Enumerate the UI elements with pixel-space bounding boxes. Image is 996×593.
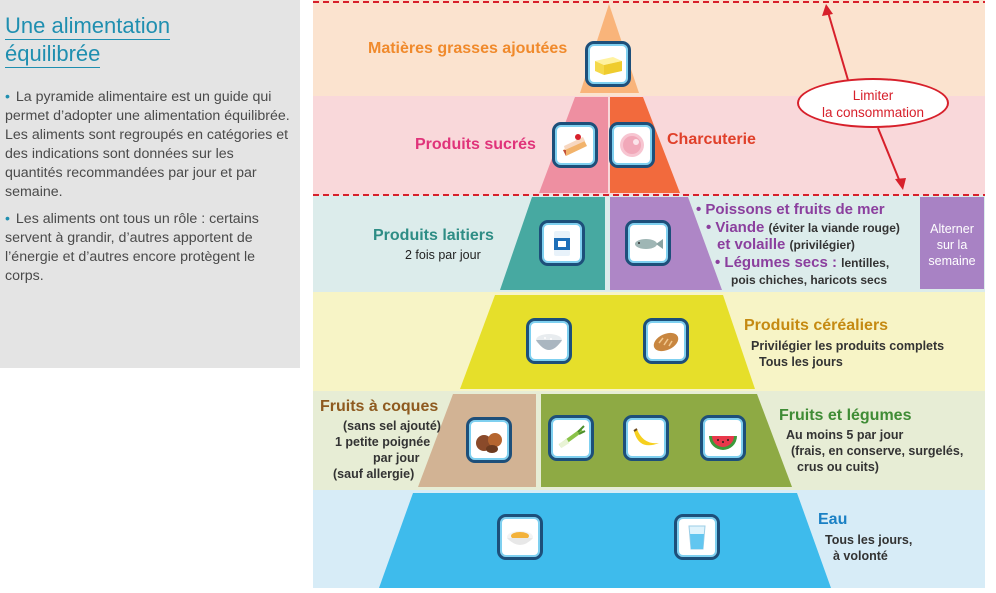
water-note2: à volonté	[833, 549, 888, 563]
fats-title: Matières grasses ajoutées	[368, 40, 568, 57]
bullet-icon: •	[5, 211, 10, 227]
nuts-note4: (sauf allergie)	[333, 467, 415, 481]
alternate-week-box: Alterner sur la semaine	[920, 197, 984, 289]
dairy-note: 2 fois par jour	[405, 248, 481, 262]
limit-arrow-down	[877, 127, 901, 183]
fruits-veg-note1: Au moins 5 par jour	[786, 428, 904, 442]
pyramid-water	[379, 493, 831, 588]
protein-poultry-note: (privilégier)	[789, 238, 855, 252]
protein-poultry: et volaille (privilégier)	[717, 236, 855, 253]
intro-title-line2: équilibrée	[5, 41, 101, 68]
intro-paragraph-1-text: La pyramide alimentaire est un guide qui…	[5, 89, 290, 200]
cereals-note2: Tous les jours	[759, 355, 843, 369]
butter-icon	[585, 41, 631, 87]
cereals-note1: Privilégier les produits complets	[751, 339, 945, 353]
intro-title-line1: Une alimentation	[5, 13, 171, 40]
protein-fish: • Poissons et fruits de mer	[696, 201, 885, 218]
sweets-title: Produits sucrés	[415, 136, 536, 153]
nuts-title: Fruits à coques	[320, 398, 439, 415]
water-note1: Tous les jours,	[825, 533, 913, 547]
protein-legumes-note1: lentilles,	[841, 256, 890, 270]
cake-icon	[552, 122, 598, 168]
water-title: Eau	[818, 511, 848, 528]
alternate-line-2: sur la	[936, 238, 968, 252]
fruits-veg-title: Fruits et légumes	[779, 407, 912, 424]
protein-legumes-text: Légumes secs :	[724, 254, 837, 271]
deli-title: Charcuterie	[667, 131, 756, 148]
intro-paragraph-1: • La pyramide alimentaire est un guide q…	[5, 88, 290, 202]
milk-icon	[539, 220, 585, 266]
protein-poultry-text: et volaille	[717, 236, 786, 253]
limit-line-1: Limiter	[852, 88, 894, 103]
ham-icon	[609, 122, 655, 168]
intro-paragraph-2: • Les aliments ont tous un rôle : certai…	[5, 210, 290, 286]
alternate-line-1: Alterner	[930, 222, 974, 236]
limit-arrow-up	[827, 11, 849, 81]
protein-meat-text: Viande	[715, 219, 765, 236]
alternate-line-3: semaine	[928, 254, 976, 268]
leek-icon	[548, 415, 594, 461]
intro-panel: Une alimentation équilibrée • La pyramid…	[0, 0, 300, 368]
cereals-title: Produits céréaliers	[744, 317, 889, 334]
bullet-icon: •	[5, 89, 10, 105]
protein-fish-text: Poissons et fruits de mer	[705, 201, 885, 218]
fruits-veg-note2: (frais, en conserve, surgelés,	[791, 444, 964, 458]
pyramid-cereals	[460, 295, 755, 389]
limit-consumption-label: Limiter la consommation	[797, 78, 949, 128]
nuts-icon	[466, 417, 512, 463]
intro-paragraph-2-text: Les aliments ont tous un rôle : certains…	[5, 211, 259, 284]
limit-arrowhead-up	[822, 4, 833, 16]
protein-meat-note: (éviter la viande rouge)	[768, 221, 900, 235]
protein-legumes: • Légumes secs : lentilles,	[715, 254, 890, 271]
water-glass-icon	[674, 514, 720, 560]
limit-arrowhead-down	[895, 178, 906, 190]
watermelon-icon	[700, 415, 746, 461]
limit-line-2: la consommation	[821, 105, 925, 120]
nuts-note2: 1 petite poignée	[335, 435, 431, 449]
food-pyramid: Matières grasses ajoutées Produits sucré…	[313, 0, 996, 593]
dairy-title: Produits laitiers	[373, 227, 494, 244]
rice-icon	[526, 318, 572, 364]
intro-title: Une alimentation équilibrée	[5, 12, 290, 68]
fruits-veg-note3: crus ou cuits)	[797, 460, 879, 474]
protein-meat: • Viande (éviter la viande rouge)	[706, 219, 900, 236]
soup-icon	[497, 514, 543, 560]
fish-icon	[625, 220, 671, 266]
bread-icon	[643, 318, 689, 364]
nuts-note1: (sans sel ajouté)	[343, 419, 441, 433]
protein-legumes-note2: pois chiches, haricots secs	[731, 273, 888, 287]
nuts-note3: par jour	[373, 451, 420, 465]
banana-icon	[623, 415, 669, 461]
